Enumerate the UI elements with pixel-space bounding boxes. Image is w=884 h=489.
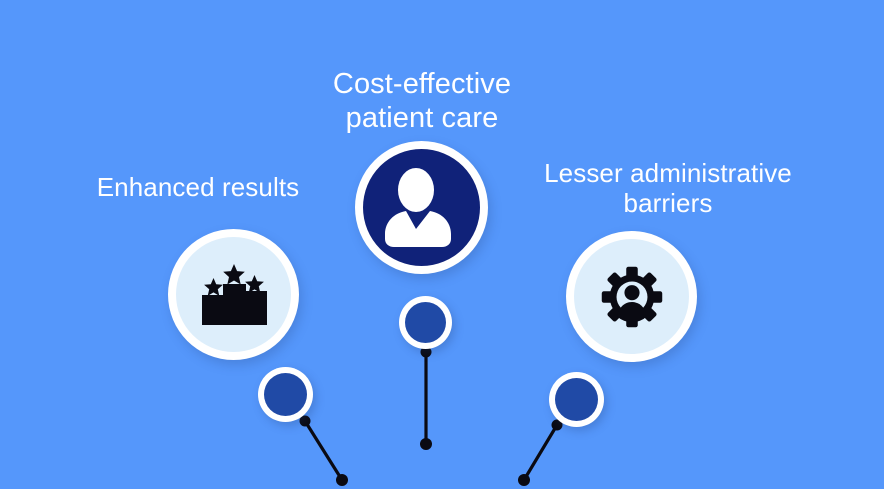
connector-node-left[interactable] [258,367,313,422]
connector-node-right[interactable] [549,372,604,427]
label-lesser-administrative-barriers: Lesser administrative barriers [544,158,792,219]
label-enhanced-results: Enhanced results [96,172,300,202]
label-cost-effective-patient-care: Cost-effective patient care [332,68,512,134]
connector-node-core [405,302,446,343]
gear-person-icon [601,266,662,327]
patient-medical-cross-icon [384,167,451,247]
bar-chart-stars-icon [201,263,267,325]
icon-bubble-enhanced-results[interactable] [168,229,299,360]
connector-node-core [264,373,307,416]
connector-node-core [555,378,598,421]
icon-bubble-cost-effective-patient-care[interactable] [355,141,488,274]
connector-node-center[interactable] [399,296,452,349]
icon-bubble-lesser-administrative-barriers[interactable] [566,231,697,362]
